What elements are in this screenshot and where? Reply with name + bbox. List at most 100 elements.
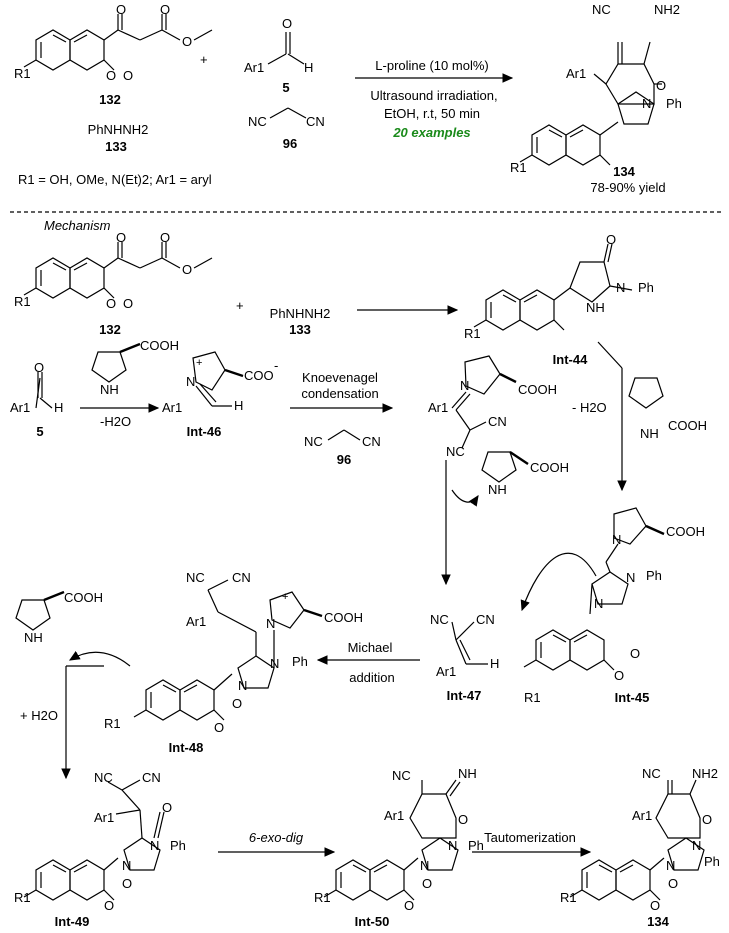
n-label: N: [692, 838, 702, 853]
o-label: O: [182, 34, 193, 49]
energy-label: Ultrasound irradiation,: [370, 88, 498, 103]
o-label: O: [116, 2, 127, 17]
plus-charge: +: [282, 591, 289, 603]
o-label: O: [282, 16, 293, 31]
compound-132-label: 132: [99, 92, 121, 107]
cooh-label: COOH: [518, 382, 557, 397]
proline-released: [481, 451, 517, 483]
nc-label: NC: [430, 612, 449, 627]
phnhnh2-label: PhNHNH2: [87, 122, 149, 137]
malononitrile-96-top: [269, 107, 307, 119]
r1-label: R1: [14, 890, 31, 905]
cooh-label: COOH: [530, 460, 569, 475]
proline-regenerated: [15, 599, 51, 631]
nh-label: NH: [458, 766, 477, 781]
substituent-definitions: R1 = OH, OMe, N(Et)2; Ar1 = aryl: [18, 172, 212, 187]
n-label: N: [642, 96, 652, 111]
nc-label: NC: [446, 444, 465, 459]
o-label: O: [162, 800, 173, 815]
ph-label: Ph: [468, 838, 484, 853]
int45-label: Int-45: [614, 690, 650, 705]
cn-label: CN: [362, 434, 381, 449]
o-label: O: [668, 876, 679, 891]
mechanism-heading: Mechanism: [44, 218, 111, 233]
ar1-label: Ar1: [384, 808, 405, 823]
proline-reagent-2: [628, 377, 664, 409]
cooh-label: COOH: [668, 418, 707, 433]
cooh-label: COOH: [324, 610, 363, 625]
o-label: O: [214, 720, 225, 735]
h-label: H: [54, 400, 64, 415]
o-label: O: [182, 262, 193, 277]
r1-label: R1: [104, 716, 121, 731]
int45-structure: [523, 507, 665, 671]
catalyst-label: L-proline (10 mol%): [375, 58, 489, 73]
compound-134-label: 134: [647, 914, 669, 929]
n-label: N: [626, 570, 636, 585]
nc-label: NC: [642, 766, 661, 781]
compound-132-label: 132: [99, 322, 121, 337]
n-label: N: [186, 374, 196, 389]
compound-96-label: 96: [282, 136, 298, 151]
h-label: H: [490, 656, 500, 671]
ar1-label: Ar1: [428, 400, 449, 415]
product-134-mech: [569, 779, 705, 901]
cooh-label: COOH: [64, 590, 103, 605]
n-label: N: [270, 656, 280, 671]
michael-curved-arrow: [520, 552, 597, 612]
int44-structure: [473, 243, 633, 331]
int48-structure: [133, 579, 323, 721]
ar1-label: Ar1: [632, 808, 653, 823]
tautomerization-label: Tautomerization: [484, 830, 576, 845]
o-label: O: [606, 232, 617, 247]
phnhnh2-label: PhNHNH2: [269, 306, 331, 321]
cn-label: CN: [476, 612, 495, 627]
o-label: O: [458, 812, 469, 827]
o-label: O: [106, 296, 117, 311]
n-label: N: [612, 532, 622, 547]
int46-label: Int-46: [186, 424, 222, 439]
cn-label: CN: [232, 570, 251, 585]
water-add-label: + H2O: [20, 708, 58, 723]
plus-charge: +: [196, 357, 203, 369]
aldehyde-5-mech: [35, 372, 53, 409]
int50-structure: [323, 779, 461, 901]
cn-label: CN: [306, 114, 325, 129]
o-label: O: [123, 68, 134, 83]
int49-label: Int-49: [54, 914, 90, 929]
o-label: O: [106, 68, 117, 83]
n-label: N: [594, 596, 604, 611]
int50-label: Int-50: [354, 914, 390, 929]
compound-96-label: 96: [336, 452, 352, 467]
n-label: N: [150, 838, 160, 853]
cn-label: CN: [142, 770, 161, 785]
h-label: H: [304, 60, 314, 75]
arrow-int44-down-a: [597, 341, 623, 369]
water-loss-label-2: - H2O: [572, 400, 607, 415]
scope-label: 20 examples: [393, 125, 471, 140]
cooh-label: COOH: [140, 338, 179, 353]
o-label: O: [160, 230, 171, 245]
o-label: O: [116, 230, 127, 245]
n-label: N: [420, 858, 430, 873]
ph-label: Ph: [646, 568, 662, 583]
ph-label: Ph: [666, 96, 682, 111]
ar1-label: Ar1: [436, 664, 457, 679]
n-label: N: [122, 858, 132, 873]
knoevenagel-adduct: [451, 355, 517, 449]
ph-label: Ph: [170, 838, 186, 853]
o-label: O: [404, 898, 415, 913]
int47-label: Int-47: [446, 688, 482, 703]
n-label: N: [616, 280, 626, 295]
proline-regeneration-arrow: [68, 650, 131, 667]
n-label: N: [448, 838, 458, 853]
nh-label: NH: [640, 426, 659, 441]
n-label: N: [266, 616, 276, 631]
nh-label: NH: [100, 382, 119, 397]
r1-label: R1: [560, 890, 577, 905]
aldehyde-5-top: [267, 32, 305, 65]
r1-label: R1: [510, 160, 527, 175]
compound-134-label: 134: [613, 164, 635, 179]
compound-133-label: 133: [105, 139, 127, 154]
